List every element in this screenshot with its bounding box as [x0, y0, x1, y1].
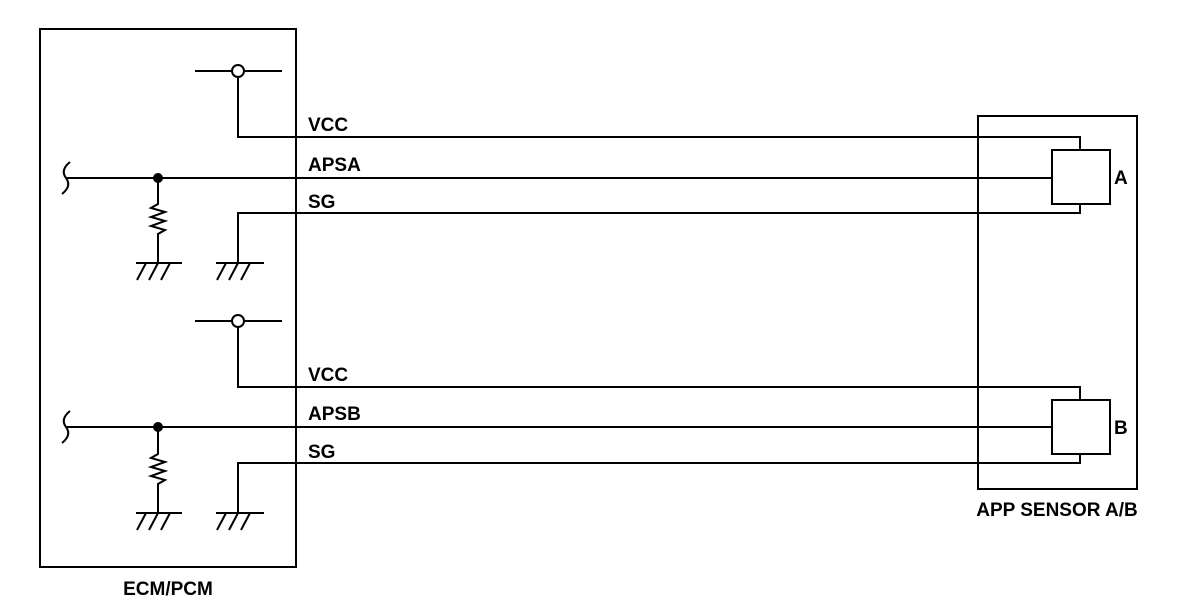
ground-symbol-b1	[136, 512, 182, 531]
sensor-a-element	[1051, 149, 1111, 205]
apsa-pulldown-resistor	[147, 178, 169, 263]
apsb-wire-break	[61, 410, 71, 444]
sensor-a-label: A	[1114, 168, 1128, 189]
sg-a-wire	[237, 204, 1081, 263]
vcc-a-wire	[237, 77, 1081, 150]
sg-b-wire	[237, 454, 1081, 513]
sensor-b-label: B	[1114, 418, 1128, 439]
ground-symbol-a2	[216, 262, 264, 281]
app-sensor-title: APP SENSOR A/B	[976, 500, 1138, 521]
circuit-a: VCC APSA SG A	[61, 64, 1128, 281]
apsa-label: APSA	[308, 155, 361, 176]
vcc-a-terminal	[231, 64, 245, 78]
circuit-b: VCC APSB SG B	[61, 314, 1128, 531]
ground-symbol-b2	[216, 512, 264, 531]
sg-a-label: SG	[308, 192, 335, 213]
sensor-b-element	[1051, 399, 1111, 455]
ground-symbol-a1	[136, 262, 182, 281]
ecm-title: ECM/PCM	[123, 579, 213, 600]
apsa-wire-break	[61, 161, 71, 195]
apsb-label: APSB	[308, 404, 361, 425]
ecm-box	[39, 28, 297, 568]
apsb-pulldown-resistor	[147, 427, 169, 513]
vcc-b-terminal	[231, 314, 245, 328]
app-sensor-box	[977, 115, 1138, 490]
vcc-b-label: VCC	[308, 365, 348, 386]
vcc-a-label: VCC	[308, 115, 348, 136]
vcc-b-wire	[237, 327, 1081, 400]
sg-b-label: SG	[308, 442, 335, 463]
